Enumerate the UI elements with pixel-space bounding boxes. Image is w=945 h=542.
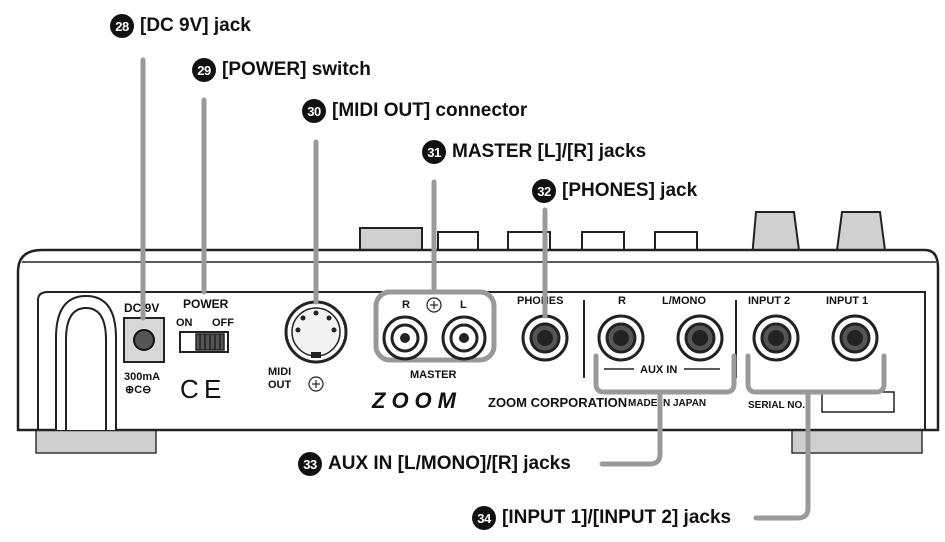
callout-number: 33 [298, 452, 322, 476]
aux-r-jack[interactable] [597, 314, 645, 362]
serial-label: SERIAL NO. [748, 400, 805, 411]
zoom-logo: ZOOM [371, 388, 462, 413]
callout-label: MASTER [L]/[R] jacks [452, 141, 647, 162]
ground-screw-icon [308, 376, 324, 392]
made-in-label: MADE IN JAPAN [628, 398, 706, 409]
power-switch-knob [195, 333, 225, 351]
callout-aux-in: 33 AUX IN [L/MONO]/[R] jacks [298, 452, 571, 476]
polarity-icon: ⊕C⊖ [125, 384, 151, 396]
callout-label: [INPUT 1]/[INPUT 2] jacks [502, 507, 732, 528]
power-label: POWER [183, 297, 229, 311]
input2-jack[interactable] [752, 314, 800, 362]
power-off-label: OFF [212, 317, 234, 329]
midi-pins [295, 310, 337, 358]
input1-jack[interactable] [831, 314, 879, 362]
callout-power-switch: 29 [POWER] switch [192, 58, 371, 82]
cable-hook [55, 294, 117, 430]
master-r-label: R [402, 299, 410, 311]
callout-midi-out: 30 [MIDI OUT] connector [302, 99, 527, 123]
callout-number: 30 [302, 99, 326, 123]
aux-r-label: R [618, 295, 626, 307]
serial-box [821, 391, 895, 413]
midi-label: MIDI [268, 366, 291, 378]
callout-phones: 32 [PHONES] jack [532, 179, 697, 203]
aux-in-label: AUX IN [640, 364, 677, 376]
aux-lmono-jack[interactable] [676, 314, 724, 362]
input2-label: INPUT 2 [748, 295, 790, 307]
callout-number: 32 [532, 179, 556, 203]
callout-number: 34 [472, 506, 496, 530]
master-l-jack[interactable] [441, 315, 487, 361]
callout-number: 31 [422, 140, 446, 164]
leader-lines [140, 57, 887, 521]
callout-number: 29 [192, 58, 216, 82]
master-r-jack[interactable] [382, 315, 428, 361]
rating-label: 300mA [124, 371, 160, 383]
callout-master: 31 MASTER [L]/[R] jacks [422, 140, 646, 164]
callout-dc-jack: 28 [DC 9V] jack [110, 14, 251, 38]
callout-label: AUX IN [L/MONO]/[R] jacks [328, 453, 571, 474]
master-screw-icon [426, 297, 442, 313]
callout-label: [PHONES] jack [562, 180, 698, 201]
ce-mark: C E [180, 374, 221, 404]
callout-label: [POWER] switch [222, 59, 371, 80]
phones-jack[interactable] [521, 314, 569, 362]
callout-inputs: 34 [INPUT 1]/[INPUT 2] jacks [472, 506, 731, 530]
aux-lmono-label: L/MONO [662, 295, 706, 307]
dc-jack-hole [133, 329, 155, 351]
corporation-label: ZOOM CORPORATION [488, 395, 627, 410]
master-l-label: L [460, 299, 467, 311]
out-label: OUT [268, 379, 292, 391]
master-label: MASTER [410, 369, 457, 381]
input1-label: INPUT 1 [826, 295, 868, 307]
phones-label: PHONES [517, 295, 563, 307]
callout-label: [DC 9V] jack [140, 15, 251, 36]
callout-label: [MIDI OUT] connector [332, 100, 528, 121]
rear-panel [37, 291, 926, 430]
callout-number: 28 [110, 14, 134, 38]
power-on-label: ON [176, 317, 193, 329]
